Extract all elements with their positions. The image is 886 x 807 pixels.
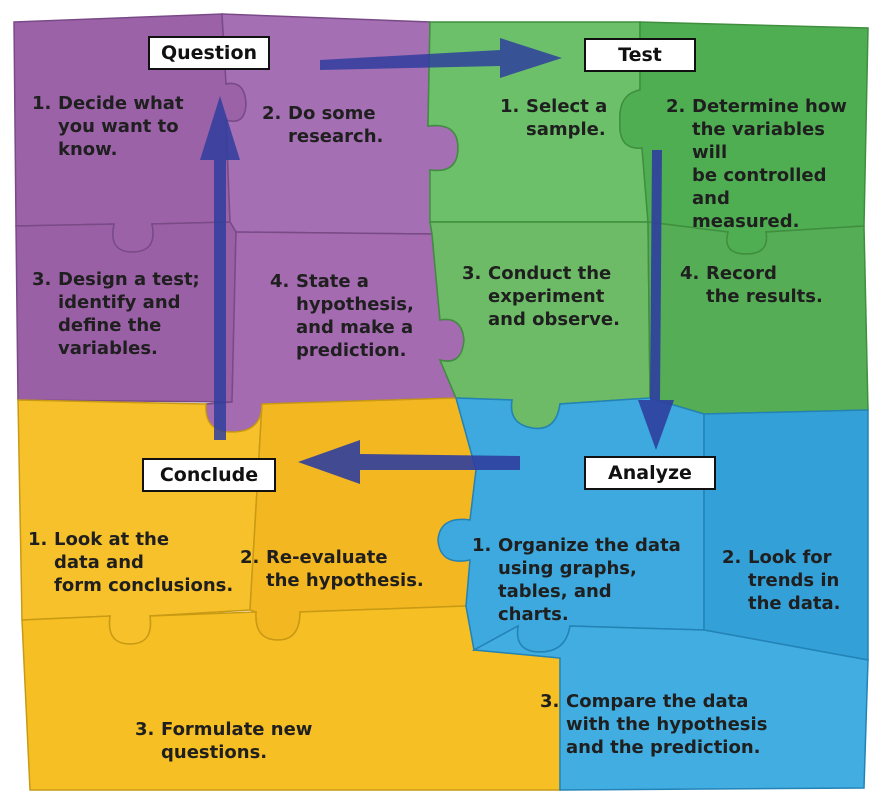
arrow-test-to-analyze (638, 150, 674, 450)
conclude-label: Conclude (142, 458, 276, 492)
question-step-3: 3. Design a test; identify and define th… (32, 269, 200, 359)
test-pieces (427, 21, 869, 430)
conclude-step-1: 1. Look at the data and form conclusions… (28, 529, 234, 596)
conclude-step-2: 2. Re-evaluate the hypothesis. (240, 547, 424, 591)
conclude-step-3: 3. Formulate new questions. (135, 719, 313, 763)
analyze-step-1: 1. Organize the data using graphs, table… (472, 535, 681, 625)
arrow-conclude-to-question (200, 96, 240, 440)
question-label: Question (148, 36, 270, 70)
question-step-1: 1. Decide what you want to know. (32, 93, 184, 160)
question-piece-3 (15, 221, 237, 403)
arrow-question-to-test (320, 38, 562, 78)
analyze-step-3: 3. Compare the data with the hypothesis … (540, 691, 768, 758)
question-pieces (13, 13, 465, 433)
test-step-4: 4. Record the results. (680, 263, 823, 307)
conclude-piece-3 (21, 605, 561, 791)
conclude-piece-2 (249, 397, 477, 641)
test-label: Test (584, 38, 696, 72)
test-step-1: 1. Select a sample. (500, 96, 608, 140)
arrow-analyze-to-conclude (298, 440, 520, 484)
question-step-2: 2. Do some research. (262, 103, 384, 147)
question-step-4: 4. State a hypothesis, and make a predic… (270, 271, 414, 361)
analyze-piece-2 (703, 409, 869, 661)
analyze-label: Analyze (584, 456, 716, 490)
test-step-2: 2. Determine how the variables will be c… (666, 96, 847, 232)
test-step-3: 3. Conduct the experiment and observe. (462, 263, 620, 330)
test-piece-4 (647, 221, 869, 415)
process-arrows (200, 38, 674, 484)
analyze-step-2: 2. Look for trends in the data. (722, 547, 841, 614)
analyze-piece-3 (471, 624, 869, 791)
